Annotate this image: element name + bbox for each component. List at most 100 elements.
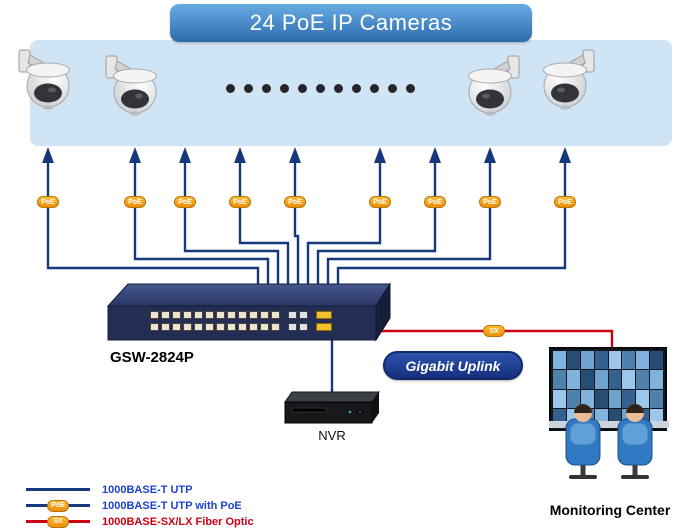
wall-screen bbox=[636, 370, 650, 389]
uplink-port bbox=[288, 311, 297, 319]
legend-label-utp: 1000BASE-T UTP bbox=[102, 483, 193, 496]
nvr-device bbox=[284, 391, 380, 424]
legend: 1000BASE-T UTP PoE 1000BASE-T UTP with P… bbox=[26, 482, 254, 530]
rj45-port bbox=[150, 311, 159, 319]
rj45-port bbox=[227, 323, 236, 331]
desk bbox=[549, 421, 669, 428]
poe-badge: PoE bbox=[174, 196, 196, 208]
rj45-port bbox=[227, 311, 236, 319]
poe-badge: PoE bbox=[229, 196, 251, 208]
poe-badge: PoE bbox=[424, 196, 446, 208]
rj45-port bbox=[161, 323, 170, 331]
title-banner: 24 PoE IP Cameras bbox=[170, 4, 532, 42]
nvr-label: NVR bbox=[318, 428, 346, 443]
wall-screen bbox=[622, 389, 636, 408]
uplink-port bbox=[299, 311, 308, 319]
poe-badge: PoE bbox=[37, 196, 59, 208]
wall-screen bbox=[594, 389, 608, 408]
camera-dot bbox=[316, 84, 325, 93]
rj45-port bbox=[249, 311, 258, 319]
cable-arrowheads bbox=[42, 147, 571, 163]
legend-item-utp: 1000BASE-T UTP bbox=[26, 482, 254, 497]
camera-dot bbox=[334, 84, 343, 93]
operators bbox=[549, 404, 669, 479]
fiber-line-swatch: SX bbox=[26, 515, 90, 528]
camera-dot bbox=[388, 84, 397, 93]
camera-dot bbox=[262, 84, 271, 93]
rj45-port bbox=[172, 323, 181, 331]
rj45-port-row-top bbox=[150, 311, 280, 319]
camera-dot bbox=[298, 84, 307, 93]
poe-badge: PoE bbox=[124, 196, 146, 208]
rj45-port bbox=[260, 311, 269, 319]
poe-badge: PoE bbox=[479, 196, 501, 208]
camera-dot bbox=[352, 84, 361, 93]
rj45-port bbox=[161, 311, 170, 319]
wall-screen bbox=[594, 351, 608, 370]
rj45-port bbox=[194, 311, 203, 319]
utp-poe-line-swatch: PoE bbox=[26, 499, 90, 512]
sfp-slot bbox=[316, 311, 332, 319]
legend-item-utp-poe: PoE 1000BASE-T UTP with PoE bbox=[26, 498, 254, 513]
wall-screen bbox=[566, 389, 580, 408]
legend-label-utp-poe: 1000BASE-T UTP with PoE bbox=[102, 499, 242, 512]
wall-screen bbox=[650, 351, 663, 370]
operator-2 bbox=[617, 404, 653, 479]
wall-screen bbox=[566, 351, 580, 370]
rj45-port bbox=[150, 323, 159, 331]
rj45-port bbox=[183, 323, 192, 331]
operator-1 bbox=[565, 404, 601, 479]
camera-dot bbox=[226, 84, 235, 93]
gigabit-uplink-label: Gigabit Uplink bbox=[405, 357, 501, 374]
rj45-port bbox=[216, 311, 225, 319]
rj45-port bbox=[238, 311, 247, 319]
camera-ellipsis-dots bbox=[226, 84, 415, 93]
wall-screen bbox=[580, 370, 594, 389]
camera-dot bbox=[406, 84, 415, 93]
rj45-port bbox=[271, 323, 280, 331]
fiber-badge: SX bbox=[47, 515, 69, 528]
sfp-slot bbox=[316, 323, 332, 331]
wall-screen bbox=[553, 370, 566, 389]
wall-screen bbox=[650, 389, 663, 408]
rj45-port bbox=[271, 311, 280, 319]
wall-screen bbox=[650, 370, 663, 389]
poe-badge: PoE bbox=[554, 196, 576, 208]
wall-screen bbox=[553, 351, 566, 370]
legend-item-fiber: SX 1000BASE-SX/LX Fiber Optic bbox=[26, 514, 254, 529]
switch-model-label: GSW-2824P bbox=[110, 349, 194, 366]
wall-screen bbox=[636, 389, 650, 408]
wall-screen bbox=[553, 389, 566, 408]
camera-dot bbox=[244, 84, 253, 93]
wall-screen bbox=[608, 351, 622, 370]
monitoring-center bbox=[549, 347, 671, 487]
poe-badge: PoE bbox=[369, 196, 391, 208]
wall-screen bbox=[608, 389, 622, 408]
wall-screen bbox=[608, 370, 622, 389]
rj45-port bbox=[238, 323, 247, 331]
rj45-port bbox=[260, 323, 269, 331]
wall-screen bbox=[622, 351, 636, 370]
rj45-port bbox=[216, 323, 225, 331]
page-title: 24 PoE IP Cameras bbox=[249, 10, 453, 35]
rj45-port bbox=[194, 323, 203, 331]
rj45-port bbox=[183, 311, 192, 319]
video-wall bbox=[549, 347, 667, 431]
poe-badge: PoE bbox=[47, 499, 69, 512]
camera-dot bbox=[370, 84, 379, 93]
utp-line-swatch bbox=[26, 488, 90, 491]
wall-screen bbox=[636, 351, 650, 370]
rj45-port bbox=[249, 323, 258, 331]
uplink-port bbox=[299, 323, 308, 331]
uplink-port-row-bottom bbox=[288, 323, 308, 331]
wall-screen bbox=[580, 351, 594, 370]
rj45-port bbox=[172, 311, 181, 319]
rj45-port bbox=[205, 311, 214, 319]
poe-badge: PoE bbox=[284, 196, 306, 208]
gigabit-uplink-callout: Gigabit Uplink bbox=[383, 351, 523, 380]
legend-label-fiber: 1000BASE-SX/LX Fiber Optic bbox=[102, 515, 254, 528]
monitoring-center-label: Monitoring Center bbox=[549, 502, 671, 518]
fiber-badge: SX bbox=[483, 325, 505, 337]
wall-screen bbox=[580, 389, 594, 408]
